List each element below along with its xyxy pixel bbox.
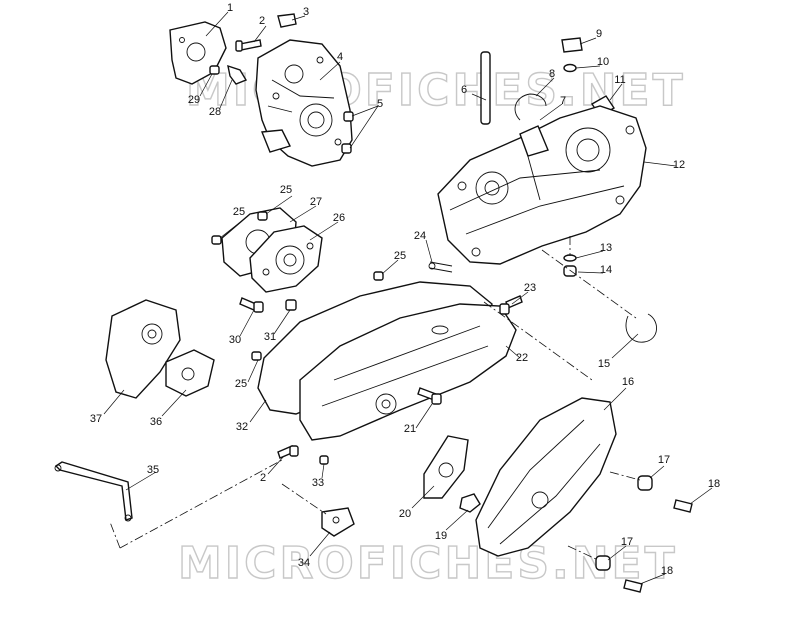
callout-35: 35 [147,464,159,476]
part-22-transmission-cover [299,303,517,441]
callout-25: 25 [394,250,406,262]
part-19-nut [459,493,481,513]
leader-lines [103,11,713,585]
callout-22: 22 [516,352,528,364]
callout-labels: 1234567891011121314151617181920212223242… [90,2,720,577]
callout-3: 3 [303,6,309,18]
callout-8: 8 [549,68,555,80]
part-31-bolt [285,299,297,311]
part-8-clip [514,93,547,121]
callout-26: 26 [333,212,345,224]
callout-27: 27 [310,196,322,208]
callout-23: 23 [524,282,536,294]
callout-16: 16 [622,376,634,388]
part-18-screw-bottom [623,579,643,593]
callout-29: 29 [188,94,200,106]
callout-17: 17 [658,454,670,466]
callout-13: 13 [600,242,612,254]
callout-33: 33 [312,477,324,489]
assembly-lines [109,236,641,561]
part-12-right-crankcase [437,105,647,265]
callout-25: 25 [280,184,292,196]
callout-9: 9 [596,28,602,40]
callout-21: 21 [404,423,416,435]
callout-31: 31 [264,331,276,343]
part-23-bolt [499,295,523,315]
callout-7: 7 [560,95,566,107]
callout-30: 30 [229,334,241,346]
part-37-cover-plate [105,299,181,399]
callout-19: 19 [435,530,447,542]
part-35-rod [54,461,133,522]
part-2-bolt-lower [277,445,299,459]
callout-24: 24 [414,230,426,242]
callout-4: 4 [337,51,343,63]
callout-37: 37 [90,413,102,425]
callout-10: 10 [597,56,609,68]
part-14-bolt [563,265,577,277]
part-17-grommet-bottom [595,555,611,571]
part-30-bolt [239,297,264,313]
part-16-outer-cover [475,397,617,557]
callout-18: 18 [708,478,720,490]
part-26-pump-cover [249,225,323,293]
callout-20: 20 [399,508,411,520]
part-20-fan-plate [423,435,469,499]
callout-1: 1 [227,2,233,14]
callout-5: 5 [377,98,383,110]
part-3-small-block [277,13,297,28]
part-29-screw [209,65,220,75]
callout-6: 6 [461,84,467,96]
callout-2: 2 [260,472,266,484]
callout-32: 32 [236,421,248,433]
part-6-pin [480,51,491,125]
part-10-washer [563,63,577,73]
callout-25: 25 [235,378,247,390]
part-34-bracket [321,507,355,537]
callout-34: 34 [298,557,310,569]
callout-36: 36 [150,416,162,428]
part-15-circlip [625,313,657,343]
part-5-dowels [341,111,354,154]
part-4-left-crankcase [255,39,353,167]
part-28-clip [227,64,248,85]
callout-14: 14 [600,264,612,276]
callout-11: 11 [614,74,625,86]
watermark-bottom: MICROFICHES.NET [178,538,678,589]
callout-12: 12 [673,159,685,171]
part-24-spring [428,261,453,273]
callout-15: 15 [598,358,610,370]
part-21-bolt [417,387,442,405]
part-36-plate [165,349,215,397]
callout-17: 17 [621,536,633,548]
callout-28: 28 [209,106,221,118]
part-25-dowels [211,211,384,361]
callout-18: 18 [661,565,673,577]
part-9-plug [561,37,583,53]
part-17-grommet-top [637,475,653,491]
part-33-dowel [319,455,329,465]
part-2-bolt-top [235,39,262,52]
callout-2: 2 [259,15,265,27]
callout-25: 25 [233,206,245,218]
part-18-screw-top [673,499,693,513]
